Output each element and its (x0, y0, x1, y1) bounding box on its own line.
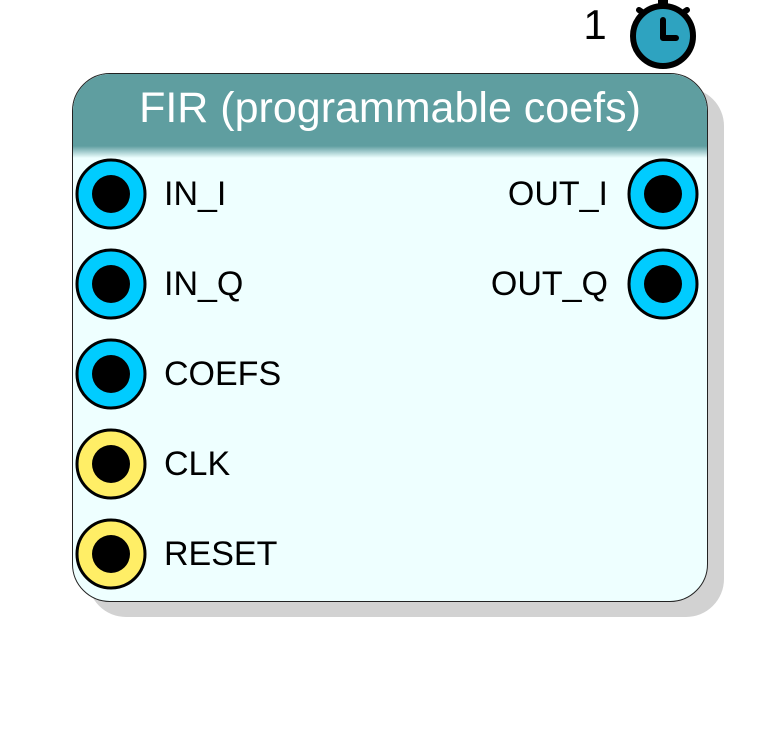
port-connector-icon[interactable] (626, 157, 700, 231)
input-port-label-in-i: IN_I (164, 175, 227, 213)
input-port-label-clk: CLK (164, 445, 231, 483)
port-connector-icon[interactable] (74, 247, 148, 321)
stopwatch-icon (626, 0, 700, 70)
block-header (73, 74, 707, 146)
port-connector-icon[interactable] (74, 517, 148, 591)
port-connector-icon[interactable] (74, 337, 148, 411)
block-count-label: 1 (583, 1, 607, 48)
port-connector-icon[interactable] (626, 247, 700, 321)
block-header-fade (73, 146, 707, 158)
block-body: FIR (programmable coefs) (72, 73, 708, 602)
port-connector-icon[interactable] (74, 427, 148, 501)
port-connector-icon[interactable] (74, 157, 148, 231)
block-title: FIR (programmable coefs) (139, 84, 641, 132)
input-port-label-reset: RESET (164, 535, 278, 573)
fir-block[interactable]: FIR (programmable coefs) (72, 73, 708, 602)
input-port-label-coefs: COEFS (164, 355, 282, 393)
output-port-label-out-q: OUT_Q (490, 265, 608, 303)
input-port-label-in-q: IN_Q (164, 265, 244, 303)
output-port-label-out-i: OUT_I (507, 175, 608, 213)
